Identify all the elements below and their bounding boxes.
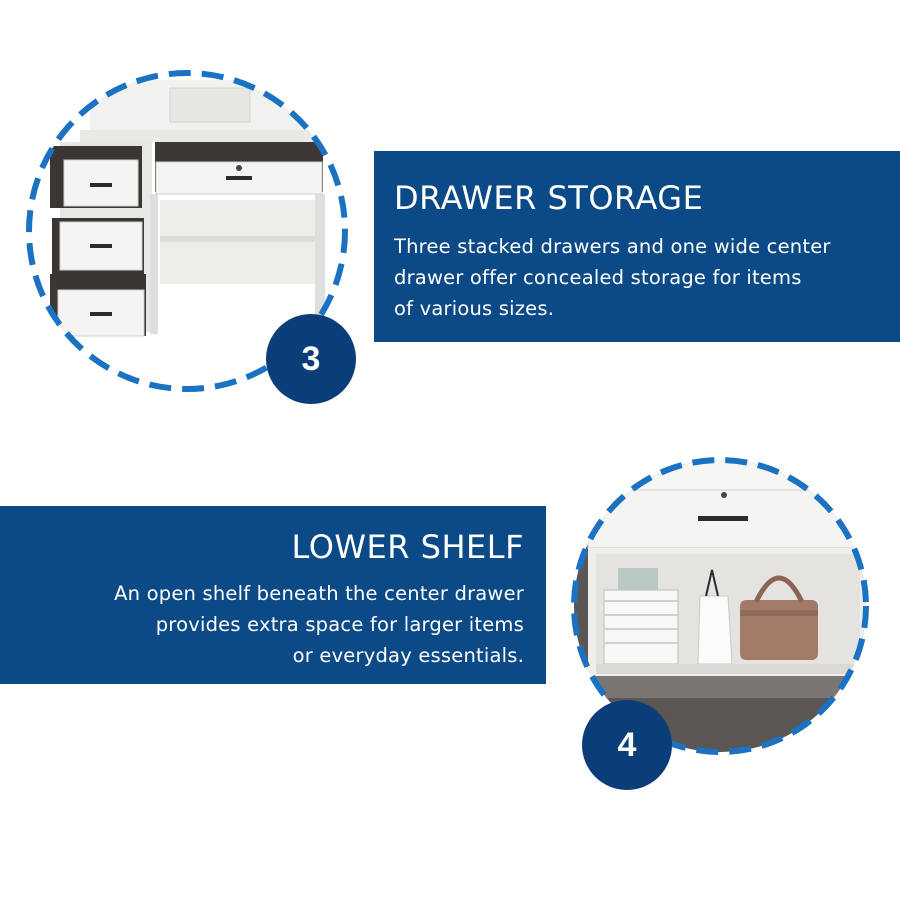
feature-number-badge: 4 [582, 700, 672, 790]
feature-description: Three stacked drawers and one wide cente… [394, 231, 900, 324]
feature-title: LOWER SHELF [291, 528, 524, 566]
feature-description: An open shelf beneath the center drawer … [0, 578, 524, 671]
feature-number-badge: 3 [266, 314, 356, 404]
feature-number: 3 [301, 339, 321, 378]
feature-title: DRAWER STORAGE [394, 179, 704, 217]
feature-panel-drawer-storage: DRAWER STORAGE Three stacked drawers and… [374, 151, 900, 342]
feature-number: 4 [617, 725, 637, 764]
feature-panel-lower-shelf: LOWER SHELF An open shelf beneath the ce… [0, 506, 546, 684]
drawer-storage-photo [26, 70, 348, 392]
description-line: provides extra space for larger items [155, 613, 524, 636]
description-line: Three stacked drawers and one wide cente… [394, 235, 831, 258]
description-line: An open shelf beneath the center drawer [114, 582, 524, 605]
description-line: drawer offer concealed storage for items [394, 266, 802, 289]
description-line: or everyday essentials. [292, 644, 524, 667]
description-line: of various sizes. [394, 297, 555, 320]
